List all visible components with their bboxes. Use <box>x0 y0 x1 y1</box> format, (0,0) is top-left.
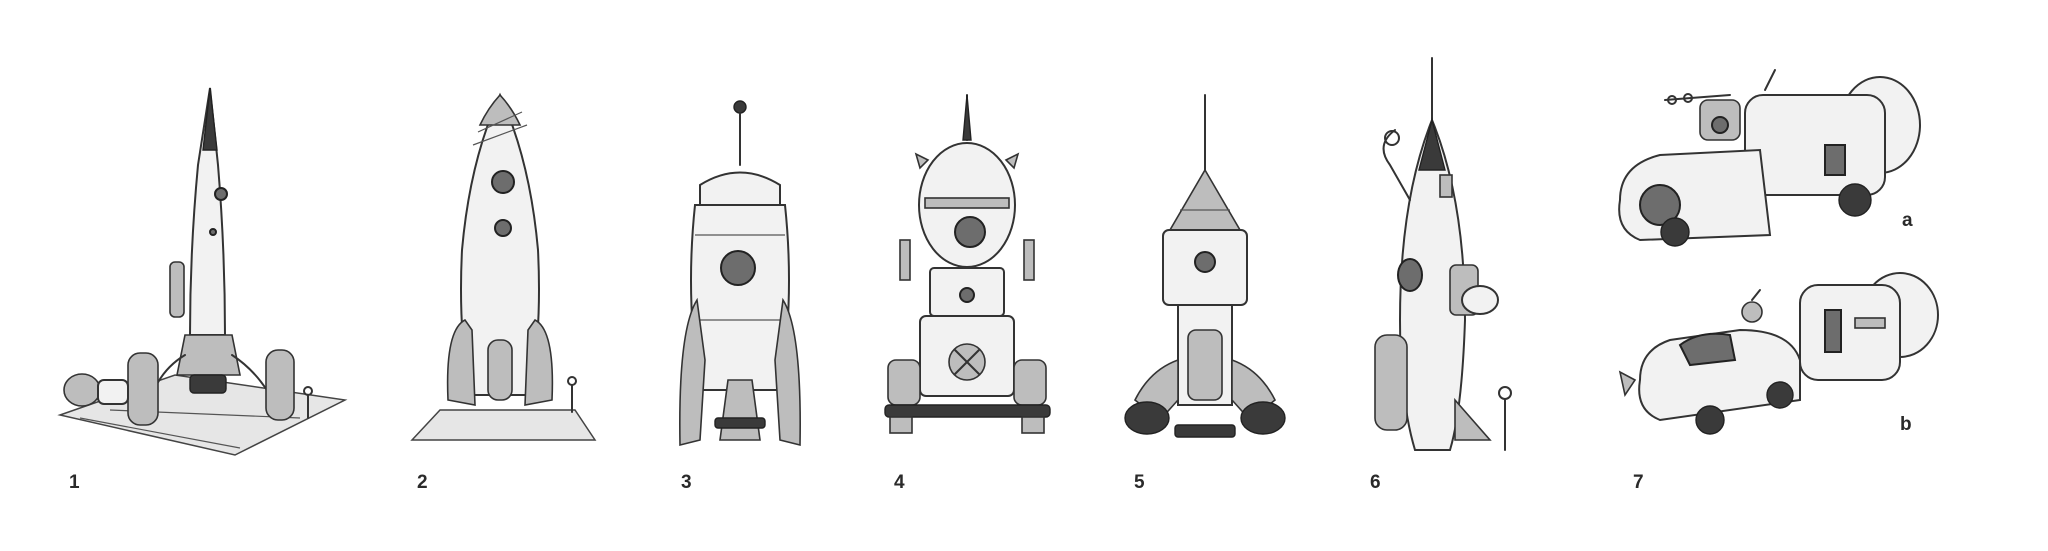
sketch-label-1: 1 <box>69 472 80 493</box>
sketch-label-5: 5 <box>1134 472 1145 493</box>
rocket-5-sketch <box>1124 94 1286 438</box>
rocket-4-sketch <box>884 94 1051 434</box>
rocket-3-sketch <box>679 100 801 447</box>
rocket-6-sketch <box>1374 57 1512 451</box>
sketch-label-b: b <box>1900 414 1912 435</box>
sketch-label-6: 6 <box>1370 472 1381 493</box>
vehicle-7b-sketch <box>1618 272 1939 435</box>
sketch-label-4: 4 <box>894 472 905 493</box>
sketch-label-7: 7 <box>1633 472 1644 493</box>
sketch-label-2: 2 <box>417 472 428 493</box>
sketch-label-a: a <box>1902 210 1913 231</box>
sketch-label-3: 3 <box>681 472 692 493</box>
rocket-2-sketch <box>410 92 597 441</box>
rocket-1-sketch <box>57 87 348 456</box>
vehicle-7a-sketch <box>1618 69 1921 247</box>
